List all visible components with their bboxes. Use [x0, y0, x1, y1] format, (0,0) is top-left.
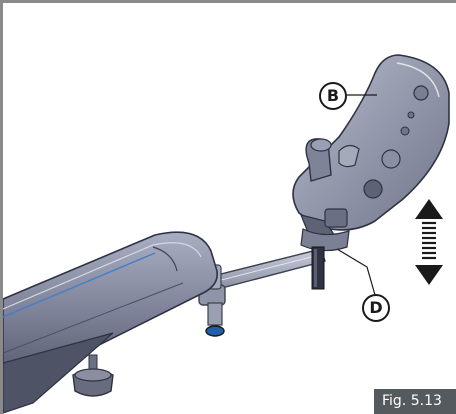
height-adjust-arrow-icon [415, 199, 443, 285]
mount-illustration [3, 54, 450, 414]
callout-d: D [362, 294, 390, 322]
rod-clamp [198, 264, 226, 337]
figure-label: Fig. 5.13 [374, 389, 456, 414]
callout-b: B [319, 82, 347, 110]
mounting-post [311, 246, 325, 290]
joystick-control-unit [292, 54, 450, 252]
callout-d-leader [336, 248, 376, 296]
adjustment-knob [72, 354, 114, 397]
battery-housing [3, 231, 219, 414]
